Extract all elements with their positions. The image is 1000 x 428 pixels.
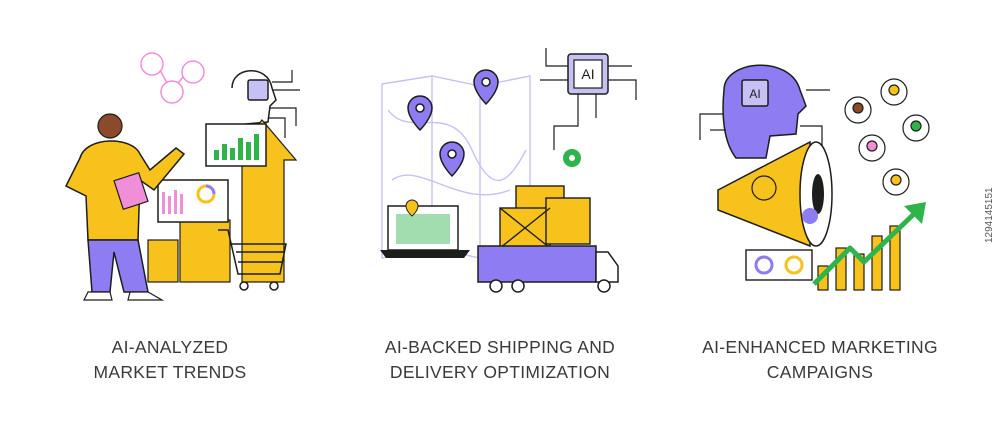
stock-id-label: 1294145151 — [984, 187, 995, 243]
caption-line-2: CAMPAIGNS — [766, 362, 874, 382]
caption-line-2: DELIVERY OPTIMIZATION — [389, 362, 611, 382]
caption-line-2: MARKET TRENDS — [93, 362, 247, 382]
dashboard-card — [157, 179, 229, 223]
caption-line-1: AI-ANALYZED — [111, 337, 229, 357]
shopping-cart-icon — [218, 229, 287, 291]
marketing-illustration: AI — [699, 64, 930, 291]
ai-chip-label: AI — [581, 66, 594, 82]
panel-ai-market-trends: AI-ANALYZED MARKET TRENDS — [0, 0, 340, 428]
ai-chip-icon: AI — [540, 48, 637, 150]
caption-line-1: AI-BACKED SHIPPING AND — [384, 337, 616, 357]
caption-market-trends: AI-ANALYZED MARKET TRENDS — [0, 335, 340, 385]
gear-icon — [563, 149, 581, 167]
shipping-illustration: AI — [380, 48, 637, 293]
laptop-icon — [380, 199, 470, 258]
ai-chip-label: AI — [749, 87, 760, 101]
analyst-person — [64, 113, 186, 301]
parcel-boxes — [499, 185, 591, 249]
caption-marketing: AI-ENHANCED MARKETING CAMPAIGNS — [660, 335, 980, 385]
bar-chart-card — [205, 123, 267, 167]
location-pin-icon — [407, 69, 499, 178]
delivery-truck-icon — [477, 245, 619, 293]
trend-arrow-icon — [812, 202, 926, 286]
people-network-icon — [140, 52, 205, 104]
caption-line-1: AI-ENHANCED MARKETING — [702, 337, 938, 357]
customer-avatars — [844, 78, 930, 196]
caption-shipping: AI-BACKED SHIPPING AND DELIVERY OPTIMIZA… — [340, 335, 660, 385]
panel-ai-marketing: AI — [660, 0, 980, 428]
panel-ai-shipping: AI AI-BACKED SHIPPING AND — [340, 0, 660, 428]
megaphone-icon — [717, 140, 833, 248]
ai-head-icon: AI — [699, 64, 830, 159]
analytics-card — [745, 249, 813, 281]
market-trends-illustration — [64, 52, 300, 301]
